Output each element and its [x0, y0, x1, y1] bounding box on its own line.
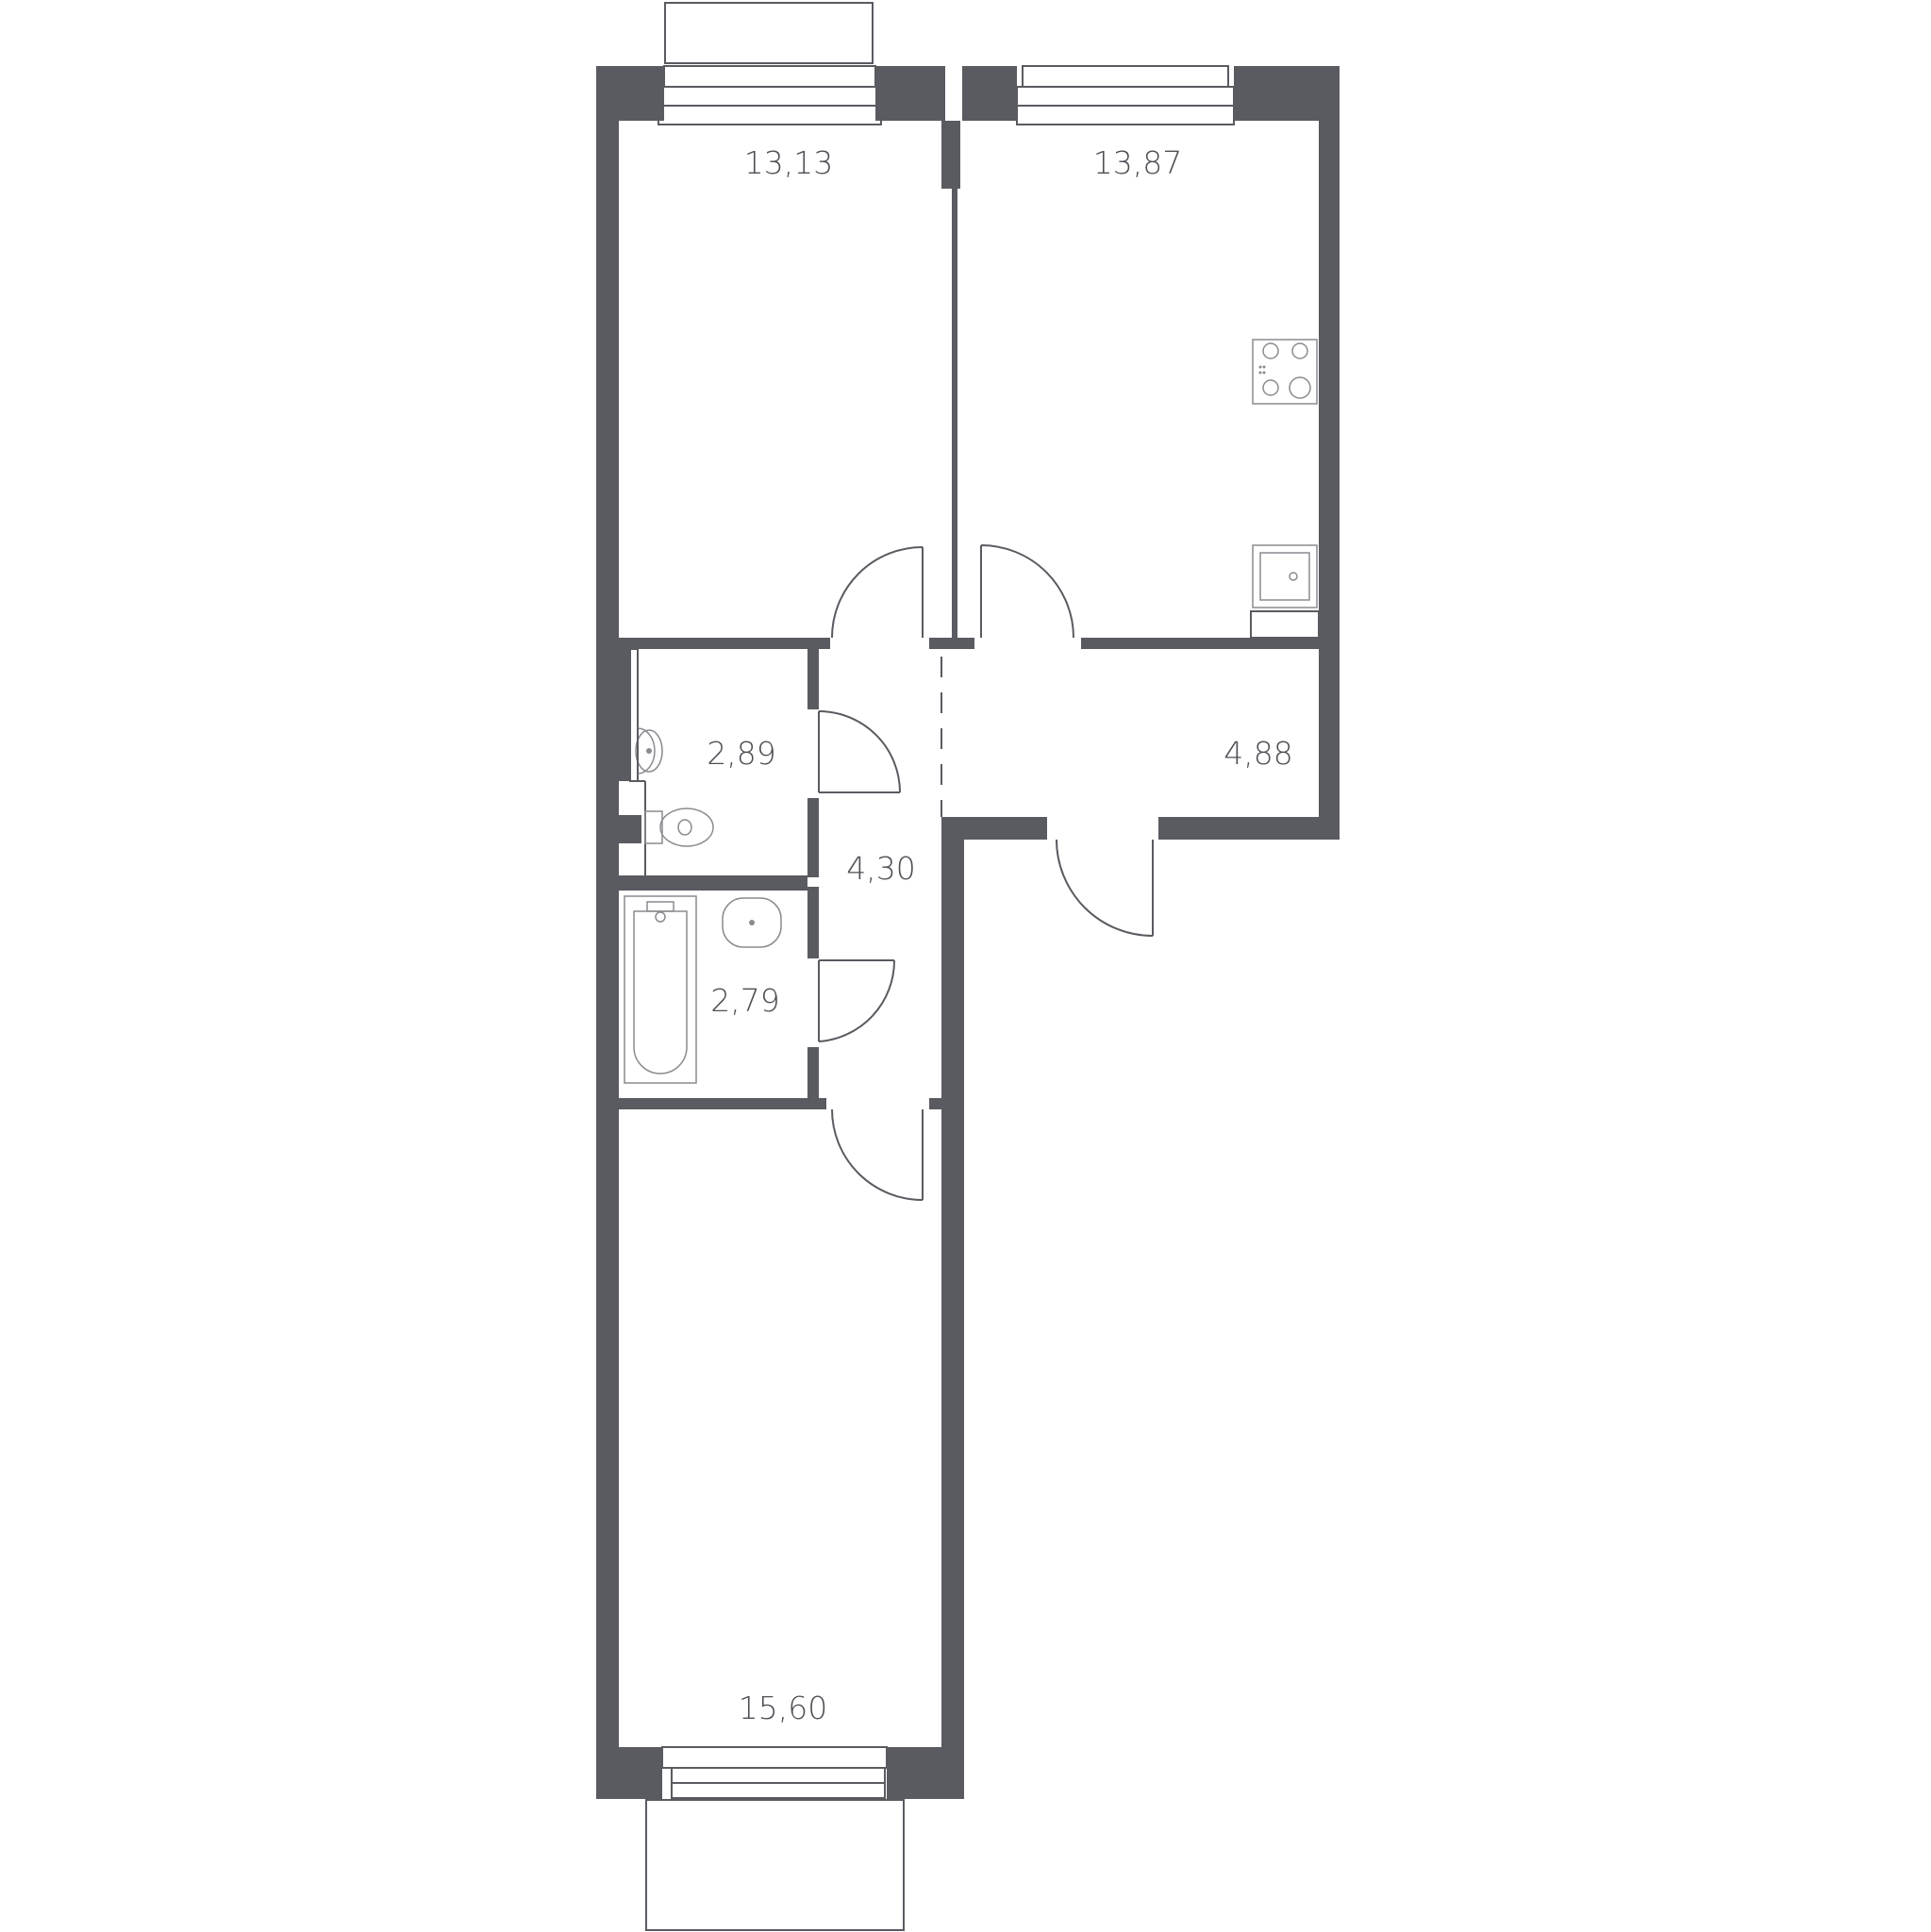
door-bathroom [818, 959, 896, 1042]
window-top-right [1016, 65, 1235, 125]
sink-icon [635, 727, 663, 774]
exterior-walls [596, 66, 1340, 1799]
area-label-corridor: 4,30 [846, 850, 915, 887]
kitchen-sink-icon [1252, 544, 1318, 608]
area-label-toilet: 2,89 [707, 735, 775, 772]
area-label-bottom-room: 15,60 [739, 1690, 827, 1726]
door-toilet [818, 710, 901, 793]
balcony-top [664, 2, 874, 64]
door-top-left-room [831, 546, 924, 639]
toilet-icon [644, 808, 714, 847]
door-bottom-room [831, 1108, 924, 1201]
door-entrance [1056, 839, 1154, 937]
stove-icon [1252, 339, 1318, 405]
bath-sink-icon [722, 897, 782, 948]
area-label-hall: 4,88 [1224, 735, 1292, 772]
balcony-bottom [645, 1799, 905, 1931]
area-label-top-left-room: 13,13 [744, 144, 833, 181]
bathtub-icon [624, 895, 697, 1084]
window-top-left [658, 65, 882, 125]
interior-walls [619, 121, 1321, 1109]
area-label-bathroom: 2,79 [710, 982, 779, 1019]
window-bottom [661, 1746, 888, 1799]
door-kitchen [980, 544, 1074, 639]
area-label-kitchen: 13,87 [1093, 144, 1182, 181]
